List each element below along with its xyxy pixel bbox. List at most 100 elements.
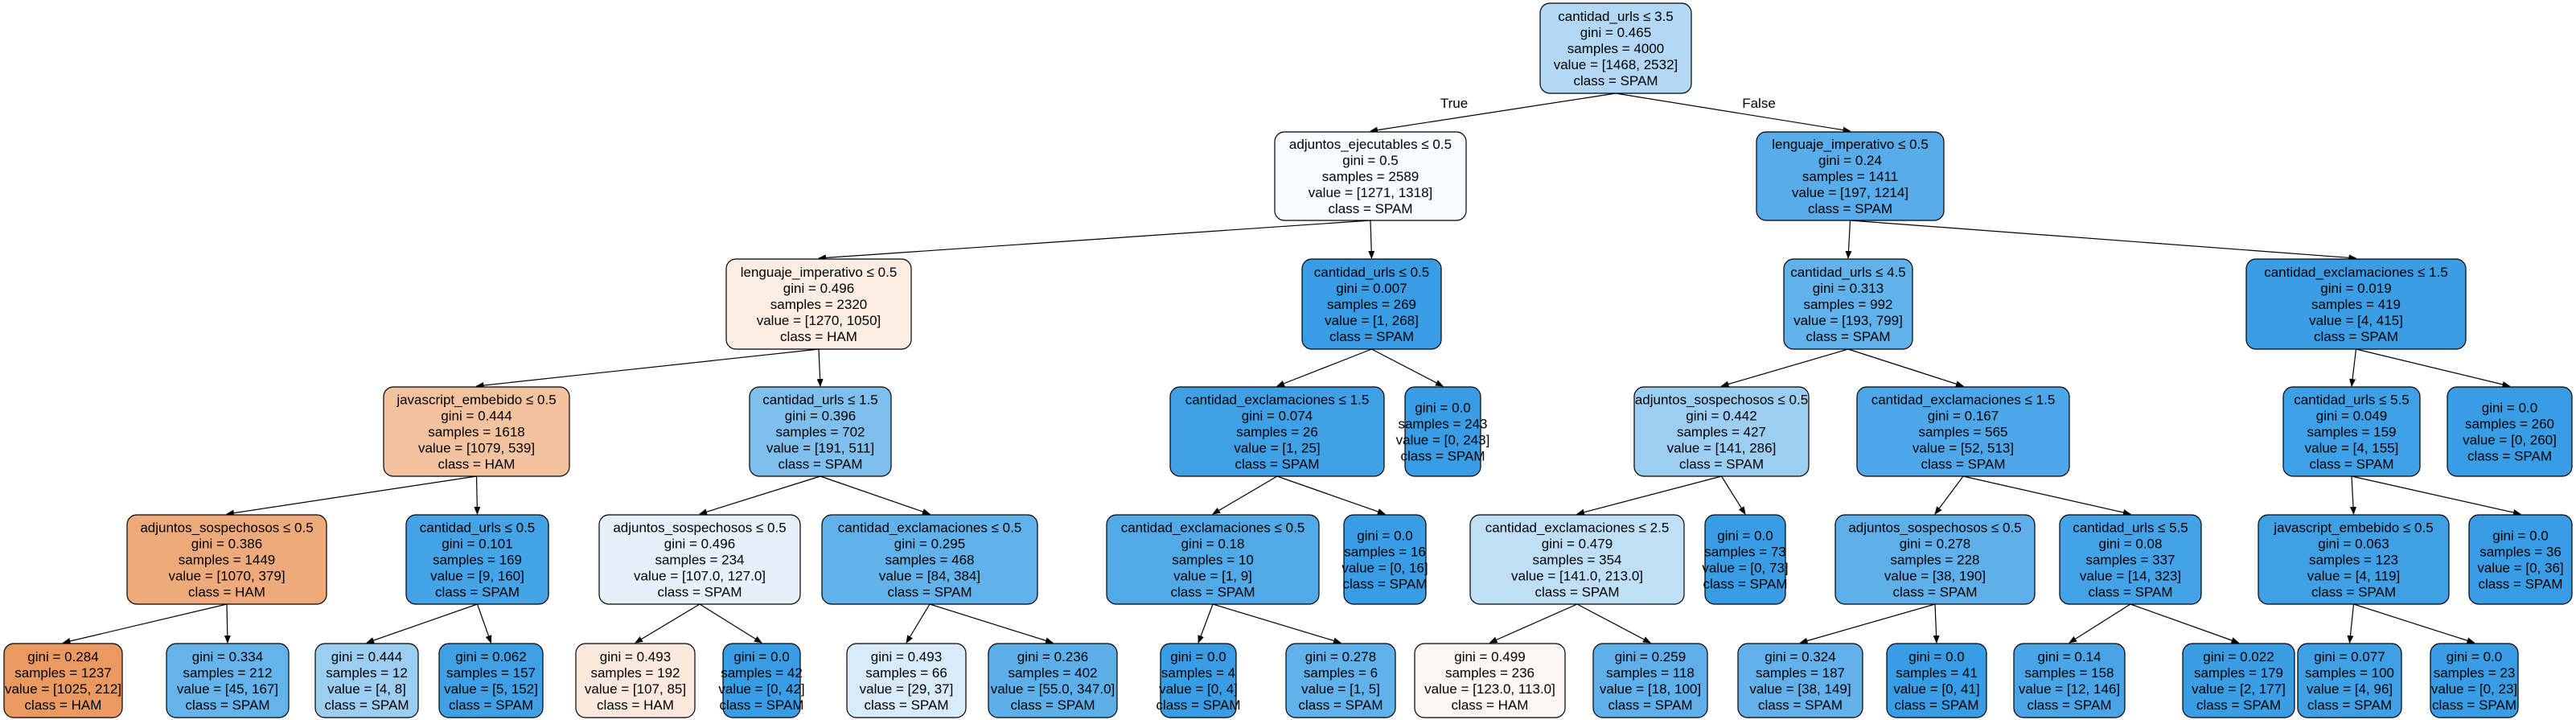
- tree-node-line: value = [123.0, 113.0]: [1424, 681, 1555, 697]
- tree-node-line: value = [4, 96]: [2307, 681, 2393, 697]
- tree-node-line: samples = 2589: [1322, 169, 1419, 184]
- tree-node-line: gini = 0.499: [1454, 649, 1525, 664]
- tree-edge-n3-n7: [474, 475, 481, 515]
- tree-node-line: samples = 212: [183, 665, 272, 681]
- tree-node-line: samples = 228: [1890, 553, 1979, 568]
- tree-edge-n10-n11: [699, 475, 821, 516]
- tree-node-line: class = SPAM: [1703, 577, 1787, 592]
- tree-node-line: samples = 36: [2479, 545, 2562, 560]
- tree-node-line: class = SPAM: [1010, 697, 1095, 713]
- tree-edge-n2-n3: [475, 348, 820, 389]
- tree-node-line: gini = 0.444: [331, 649, 402, 664]
- tree-node-line: samples = 118: [1606, 665, 1695, 681]
- tree-node-line: gini = 0.444: [441, 409, 512, 424]
- tree-node-line: samples = 179: [2194, 665, 2283, 681]
- tree-node-line: value = [0, 36]: [2477, 561, 2563, 576]
- tree-node-line: gini = 0.496: [664, 537, 735, 552]
- tree-node-line: class = SPAM: [1892, 585, 1977, 600]
- tree-node-box: [988, 643, 1118, 718]
- tree-node-line: cantidad_urls ≤ 1.5: [762, 393, 878, 408]
- tree-node-box: [1886, 643, 1987, 718]
- tree-node-line: samples = 6: [1304, 665, 1378, 681]
- tree-node-line: value = [193, 799]: [1793, 313, 1903, 328]
- tree-node-box: [2182, 643, 2295, 718]
- tree-node-line: samples = 123: [2309, 553, 2398, 568]
- tree-edge-n24-n38: [1850, 220, 2357, 261]
- tree-node-line: cantidad_urls ≤ 4.5: [1790, 265, 1906, 280]
- tree-node-line: class = SPAM: [778, 457, 862, 472]
- tree-node-box: [2059, 514, 2202, 605]
- tree-node-line: class = SPAM: [1329, 329, 1414, 344]
- tree-node-box: [1274, 131, 1467, 221]
- tree-node-line: value = [4, 119]: [2307, 569, 2400, 584]
- tree-node-line: cantidad_urls ≤ 0.5: [1314, 265, 1430, 280]
- tree-node-line: gini = 0.479: [1542, 537, 1613, 552]
- tree-node-line: javascript_embebido ≤ 0.5: [396, 393, 556, 408]
- tree-node-line: class = SPAM: [1235, 457, 1319, 472]
- tree-node-box: [1856, 386, 2070, 477]
- tree-node-line: cantidad_urls ≤ 5.5: [2073, 520, 2188, 536]
- tree-node-line: lenguaje_imperativo ≤ 0.5: [1772, 137, 1929, 152]
- tree-node-box: [1343, 514, 1427, 605]
- tree-node-box: [598, 514, 801, 605]
- tree-node-box: [1783, 258, 1913, 350]
- tree-node-line: class = SPAM: [719, 697, 803, 713]
- tree-edge-n14-n15: [906, 603, 931, 644]
- tree-node-line: samples = 26: [1236, 425, 1318, 440]
- tree-node-line: samples = 1449: [179, 553, 276, 568]
- tree-node-box: [1704, 514, 1786, 605]
- tree-node-line: class = SPAM: [887, 585, 972, 600]
- tree-node-line: gini = 0.442: [1686, 409, 1756, 424]
- tree-node-box: [2297, 643, 2402, 718]
- tree-node-line: gini = 0.0: [2482, 401, 2537, 416]
- tree-edge-n40-n42: [2353, 603, 2475, 644]
- tree-node-line: gini = 0.278: [1900, 537, 1970, 552]
- tree-node-line: samples = 565: [1918, 425, 2007, 440]
- tree-node-line: value = [38, 190]: [1884, 569, 1986, 584]
- tree-node-line: gini = 0.08: [2099, 537, 2163, 552]
- tree-edge-n17-n23: [1371, 348, 1444, 387]
- tree-node-box: [166, 643, 290, 718]
- tree-node-box: [1756, 131, 1945, 221]
- tree-node-line: samples = 419: [2311, 297, 2401, 312]
- tree-node-line: samples = 187: [1756, 665, 1845, 681]
- tree-edge-n31-n35: [1962, 475, 2131, 516]
- tree-node-line: value = [141.0, 213.0]: [1511, 569, 1643, 584]
- tree-node-line: value = [0, 73]: [1702, 561, 1788, 576]
- tree-edge-n26-n27: [1576, 475, 1722, 516]
- edges-layer: [62, 93, 2521, 644]
- tree-node-line: value = [1, 9]: [1173, 569, 1252, 584]
- tree-node-line: samples = 236: [1445, 665, 1535, 681]
- tree-node-line: value = [4, 8]: [327, 681, 406, 697]
- tree-node-line: samples = 23: [2434, 665, 2516, 681]
- tree-node-box: [1301, 258, 1442, 350]
- tree-node-line: value = [1, 5]: [1301, 681, 1380, 697]
- tree-node-line: class = HAM: [597, 697, 674, 713]
- tree-node-line: samples = 427: [1677, 425, 1766, 440]
- tree-node-line: value = [107, 85]: [585, 681, 686, 697]
- tree-node-box: [2282, 386, 2421, 477]
- tree-node-line: value = [1, 268]: [1325, 313, 1419, 328]
- tree-node-line: gini = 0.493: [871, 649, 942, 664]
- tree-node-line: samples = 41: [1896, 665, 1978, 681]
- tree-node-line: samples = 16: [1344, 545, 1426, 560]
- tree-edge-n18-n22: [1276, 475, 1386, 515]
- tree-node-line: class = SPAM: [2027, 697, 2111, 713]
- tree-node-line: samples = 1411: [1802, 169, 1898, 184]
- tree-node-box: [2245, 258, 2467, 350]
- tree-node-line: samples = 73: [1704, 545, 1786, 560]
